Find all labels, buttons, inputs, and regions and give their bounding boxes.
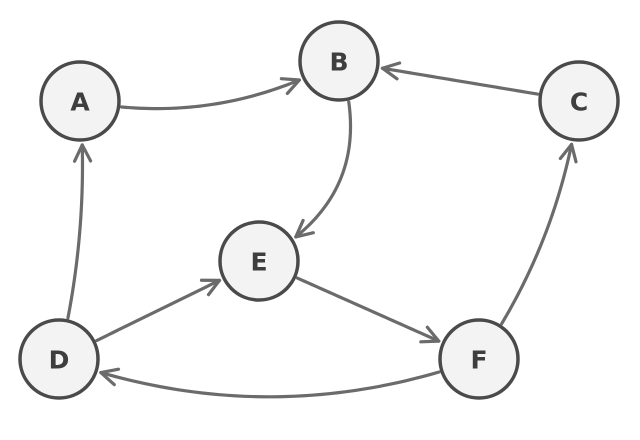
edge-b-to-e — [294, 100, 353, 239]
node-d: D — [18, 318, 100, 400]
edge-f-to-d — [99, 367, 441, 399]
node-label: F — [470, 346, 487, 375]
edge-line — [95, 278, 222, 343]
node-a: A — [39, 60, 121, 142]
node-label: E — [250, 248, 267, 277]
edge-c-to-b — [380, 61, 540, 96]
node-circle — [438, 318, 520, 400]
node-circle — [298, 20, 380, 102]
edge-line — [119, 78, 301, 111]
node-c: C — [538, 60, 620, 142]
arrowhead-icon — [419, 325, 441, 344]
node-e: E — [218, 220, 300, 302]
arrowhead-icon — [294, 218, 315, 239]
arrowhead-icon — [99, 367, 121, 387]
node-label: B — [329, 48, 348, 77]
edge-d-to-e — [95, 278, 222, 343]
edge-line — [295, 276, 441, 343]
arrowhead-icon — [73, 143, 93, 163]
node-circle — [39, 60, 121, 142]
edge-line — [500, 142, 574, 326]
edges — [66, 61, 578, 399]
edge-f-to-c — [500, 142, 578, 326]
node-label: C — [570, 88, 588, 117]
node-circle — [18, 318, 100, 400]
arrowhead-icon — [380, 61, 402, 81]
edge-line — [99, 370, 441, 399]
node-circle — [218, 220, 300, 302]
edge-line — [294, 100, 353, 239]
node-f: F — [438, 318, 520, 400]
edge-line — [66, 143, 85, 320]
node-label: D — [49, 346, 70, 375]
edge-e-to-f — [295, 276, 441, 344]
nodes: A B C D E F — [18, 20, 620, 400]
edge-d-to-a — [66, 143, 93, 320]
node-b: B — [298, 20, 380, 102]
arrowhead-icon — [558, 142, 578, 164]
edge-a-to-b — [119, 77, 301, 111]
arrowhead-icon — [199, 278, 222, 297]
arrowhead-icon — [279, 77, 301, 96]
node-label: A — [70, 88, 90, 117]
edge-line — [380, 66, 540, 96]
node-circle — [538, 60, 620, 142]
